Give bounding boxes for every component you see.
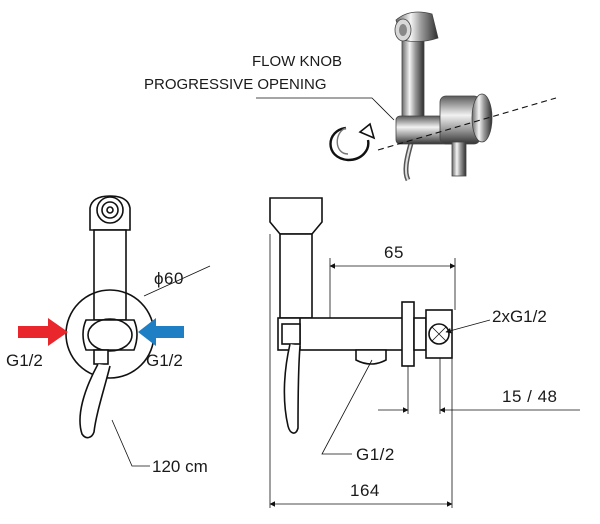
arrow-right-icon [18, 318, 68, 346]
inlet-right-label: G1/2 [146, 351, 183, 370]
connection-label: 2xG1/2 [492, 307, 547, 326]
dim-15-48-label: 15 / 48 [502, 387, 558, 406]
rotate-arrow-icon [329, 122, 376, 162]
dim-65-label: 65 [384, 243, 404, 262]
outlet-label: G1/2 [356, 445, 395, 464]
hose-length-leader [111, 419, 150, 467]
front-view [65, 195, 211, 439]
progressive-opening-label: PROGRESSIVE OPENING [144, 76, 327, 93]
hose-length-label: 120 cm [152, 457, 208, 476]
flow-knob-label: FLOW KNOB [252, 53, 342, 70]
flow-knob-leader [256, 97, 395, 121]
side-view [269, 197, 580, 508]
diameter-label: ϕ60 [154, 269, 184, 288]
dim-164-label: 164 [350, 481, 380, 500]
inlet-left-label: G1/2 [6, 351, 43, 370]
product-photo [377, 11, 557, 182]
arrow-left-icon [138, 318, 184, 346]
